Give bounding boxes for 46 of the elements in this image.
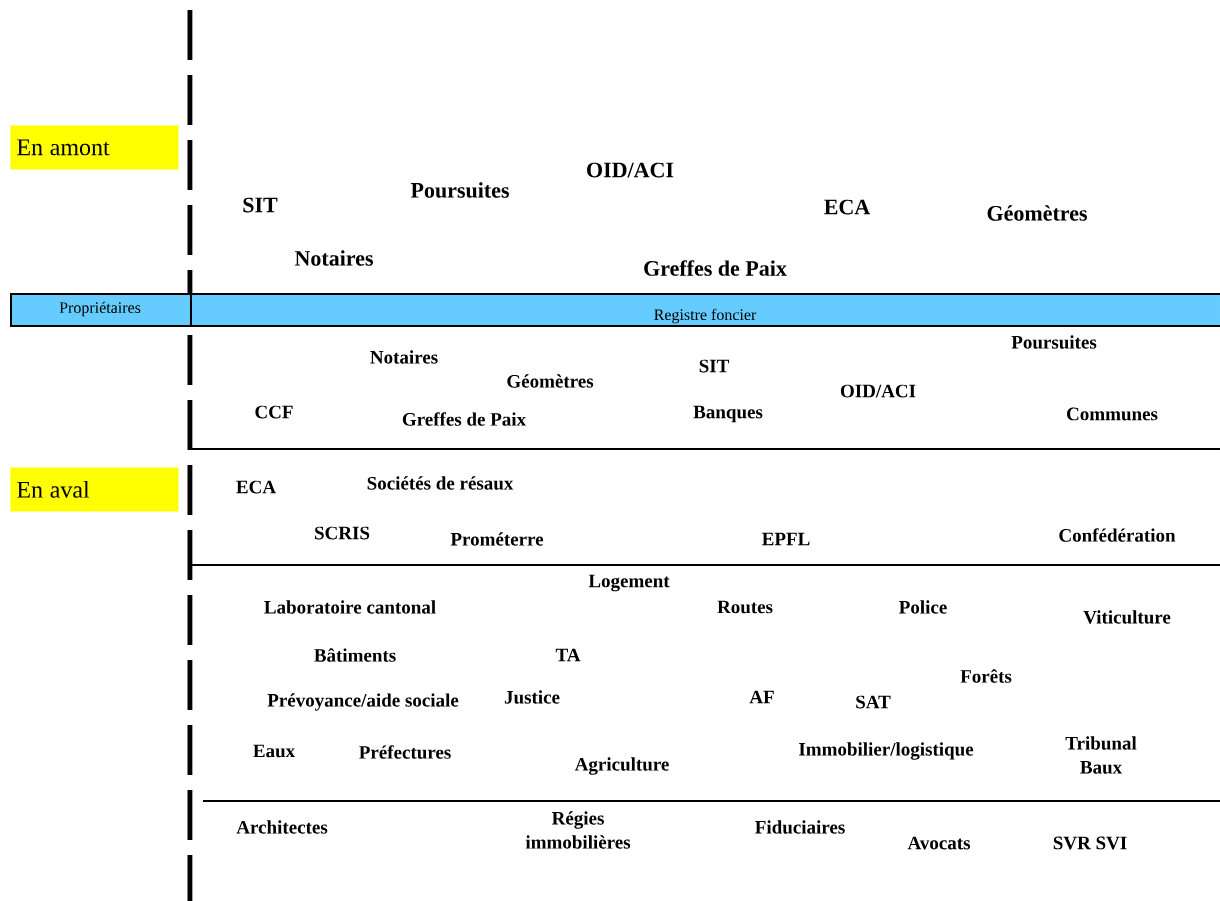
organization-label: Architectes — [236, 820, 328, 834]
organization-label: Logement — [588, 574, 670, 592]
organization-label: Poursuites — [410, 182, 509, 198]
organization-label: Communes — [1067, 407, 1158, 421]
organization-label: Agriculture — [574, 757, 669, 775]
organization-label: Justice — [504, 690, 560, 704]
organization-label: SAT — [856, 695, 891, 709]
organization-label: ECA — [824, 199, 871, 215]
organization-label: Géomètres — [507, 374, 594, 388]
owner-box: Propriétaires — [10, 293, 192, 327]
organization-label: Notaires — [370, 350, 438, 364]
highlight-box: En amont — [10, 125, 179, 170]
organization-label: Confédération — [1059, 528, 1176, 542]
organization-label: SCRIS — [315, 526, 370, 540]
organization-label: Police — [899, 600, 947, 614]
node-label: Registre foncier — [654, 308, 757, 324]
organization-label: Bâtiments — [314, 648, 396, 662]
organization-label: AF — [749, 690, 774, 704]
organization-label: EPFL — [762, 532, 810, 546]
organization-label: Immobilier/logistique — [799, 742, 974, 760]
organization-label: Préfectures — [359, 745, 451, 759]
organization-label: Fiduciaires — [755, 820, 845, 834]
organization-label: CCF — [255, 405, 293, 419]
organization-label: OID/ACI — [587, 162, 674, 178]
highlight-box: En aval — [10, 467, 179, 512]
organization-label: Banques — [693, 405, 763, 423]
organization-label: Notaires — [294, 250, 373, 266]
organization-label: Routes — [717, 600, 773, 614]
organization-label: Régies immobilières — [525, 811, 631, 849]
organization-label: Sociétés de résaux — [367, 476, 514, 490]
organization-label: Forêts — [960, 669, 1012, 683]
organization-label: Géomètres — [987, 205, 1087, 221]
organization-label: Tribunal Baux — [1065, 736, 1137, 774]
organization-label: ECA — [236, 480, 276, 494]
organization-label: Prométerre — [450, 532, 544, 546]
organization-label: OID/ACI — [840, 384, 916, 398]
organization-label: SIT — [243, 197, 278, 213]
organization-label: Avocats — [907, 836, 971, 850]
organization-label: SIT — [699, 359, 730, 373]
organization-label: Eaux — [253, 744, 296, 758]
organization-label: Prévoyance/aide sociale — [267, 693, 459, 711]
organization-label: Viticulture — [1083, 610, 1171, 624]
organization-label: Greffes de Paix — [402, 412, 526, 426]
organization-label: SVR SVI — [1053, 836, 1127, 850]
organization-label: TA — [555, 648, 581, 662]
organization-label: Laboratoire cantonal — [264, 600, 436, 614]
